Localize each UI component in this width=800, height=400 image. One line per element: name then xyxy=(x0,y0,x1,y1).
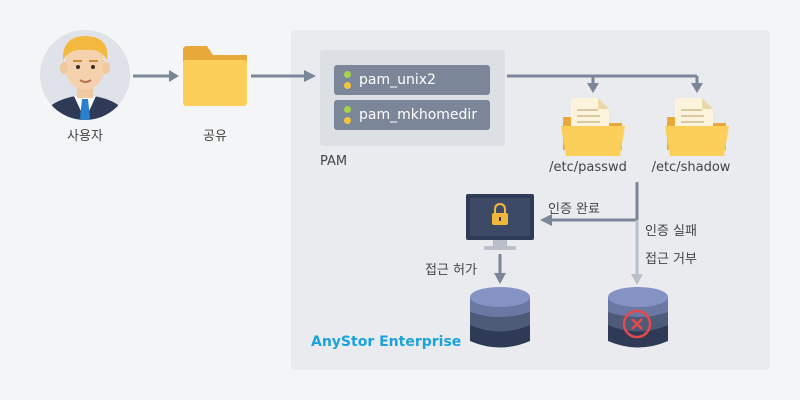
access-allow-label: 접근 허가 xyxy=(425,263,477,278)
user-label: 사용자 xyxy=(67,129,103,144)
auth-success-label: 인증 완료 xyxy=(548,202,600,217)
status-dot-green xyxy=(344,106,351,113)
pam-module-mkhomedir: pam_mkhomedir xyxy=(334,100,490,130)
shadow-label: /etc/shadow xyxy=(651,160,731,175)
denied-storage-icon xyxy=(608,287,668,348)
deny-x-icon xyxy=(622,309,652,339)
status-dot-yellow xyxy=(344,117,351,124)
status-dot-yellow xyxy=(344,82,351,89)
locked-monitor-icon xyxy=(466,194,534,250)
pam-module-label: pam_mkhomedir xyxy=(359,107,478,123)
allowed-storage-icon xyxy=(470,287,530,348)
shared-folder-icon xyxy=(183,46,247,106)
auth-fail-label: 인증 실패 xyxy=(645,224,697,239)
brand-label: AnyStor Enterprise xyxy=(311,334,462,350)
pam-module-label: pam_unix2 xyxy=(359,72,436,88)
pam-title: PAM xyxy=(320,154,348,169)
shadow-folder-icon xyxy=(665,98,729,156)
user-avatar-icon xyxy=(40,30,130,120)
access-deny-label: 접근 거부 xyxy=(645,252,697,267)
status-dot-green xyxy=(344,71,351,78)
share-label: 공유 xyxy=(203,129,227,144)
passwd-label: /etc/passwd xyxy=(549,160,627,175)
pam-module-unix2: pam_unix2 xyxy=(334,65,490,95)
passwd-folder-icon xyxy=(561,98,625,156)
